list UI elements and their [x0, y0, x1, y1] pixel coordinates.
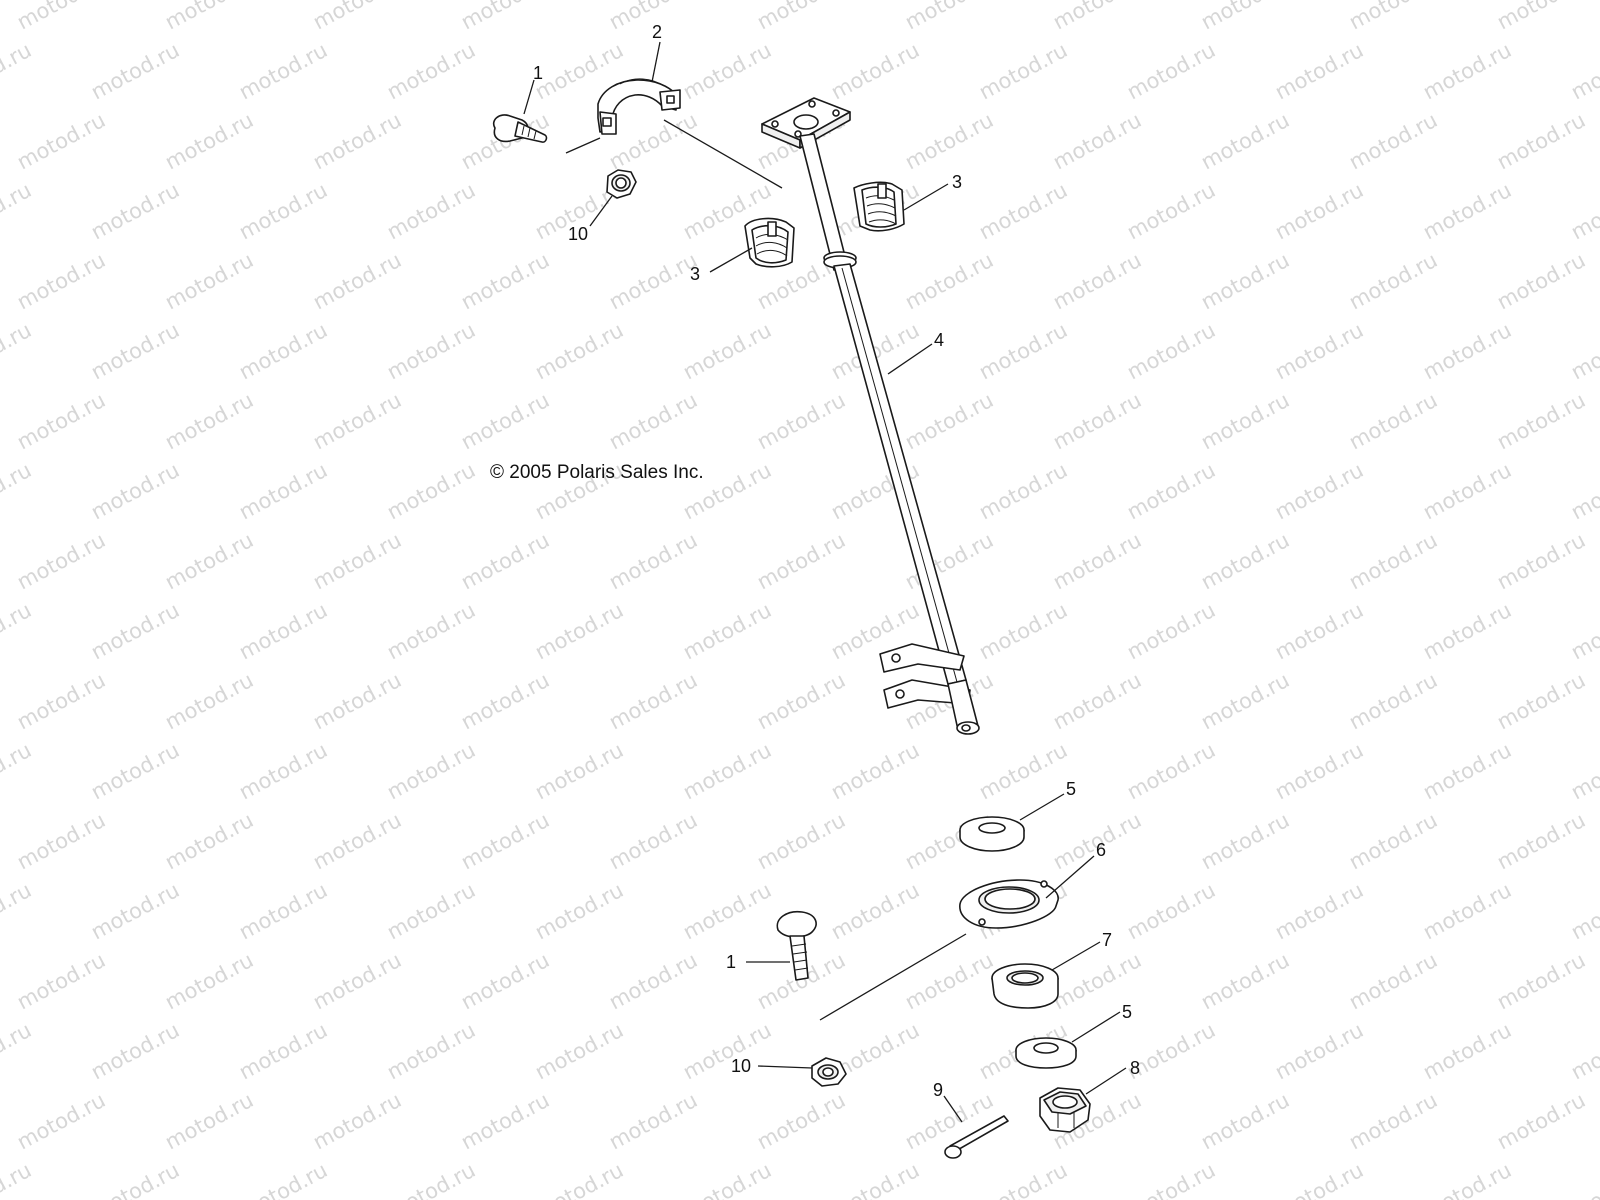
- callout-2: 2: [652, 22, 662, 42]
- castle-nut[interactable]: [1039, 1087, 1091, 1133]
- copyright-text: © 2005 Polaris Sales Inc.: [490, 462, 704, 483]
- callout-3-left: 3: [690, 264, 700, 284]
- cotter-pin[interactable]: [944, 1115, 1009, 1159]
- steering-shaft[interactable]: [761, 97, 980, 735]
- bushing-right[interactable]: [853, 181, 905, 232]
- callout-7: 7: [1102, 930, 1112, 950]
- bearing[interactable]: [991, 963, 1059, 1009]
- callout-3-right: 3: [952, 172, 962, 192]
- callout-9: 9: [933, 1080, 943, 1100]
- callout-10-top: 10: [568, 224, 588, 244]
- callout-1-bottom: 1: [726, 952, 736, 972]
- clamp[interactable]: [597, 78, 681, 135]
- callout-10-bottom: 10: [731, 1056, 751, 1076]
- bolt-bottom[interactable]: [776, 910, 817, 981]
- callout-1-top: 1: [533, 63, 543, 83]
- washer-lower[interactable]: [1015, 1037, 1077, 1069]
- nut-top[interactable]: [606, 169, 637, 199]
- callout-6: 6: [1096, 840, 1106, 860]
- callout-8: 8: [1130, 1058, 1140, 1078]
- washer-upper[interactable]: [959, 816, 1025, 852]
- callout-5-upper: 5: [1066, 779, 1076, 799]
- retainer-plate[interactable]: [959, 879, 1059, 929]
- bushing-left[interactable]: [744, 217, 795, 268]
- callout-5-lower: 5: [1122, 1002, 1132, 1022]
- callout-4: 4: [934, 330, 944, 350]
- nut-bottom[interactable]: [811, 1057, 847, 1087]
- bolt-top[interactable]: [492, 114, 548, 143]
